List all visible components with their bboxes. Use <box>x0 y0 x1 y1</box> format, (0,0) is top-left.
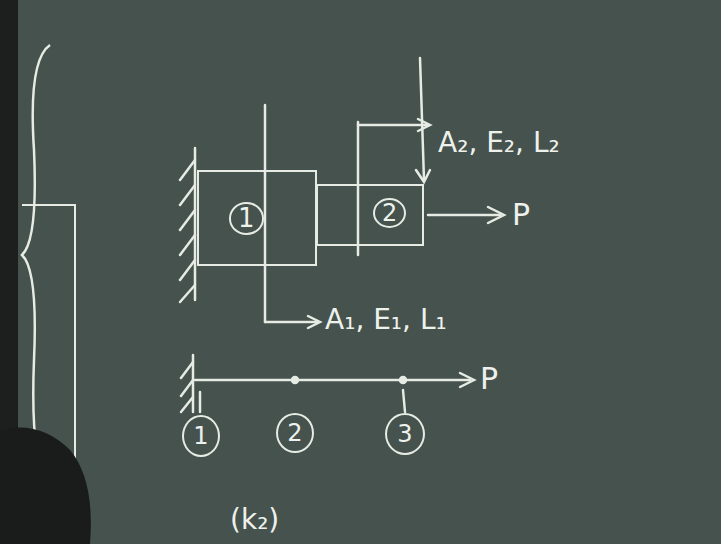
element-number: 2 <box>287 420 302 446</box>
property-label: A₁, E₁, L₁ <box>325 305 447 336</box>
node-circle: 2 <box>276 413 314 453</box>
bar-element-box: 1 <box>197 170 317 266</box>
load-label: P <box>480 362 498 395</box>
node-circle: 3 <box>385 413 425 455</box>
curly-brace <box>22 45 50 485</box>
person-silhouette <box>0 428 91 544</box>
element-number: 1 <box>229 202 264 235</box>
bar-element-box: 2 <box>316 184 424 246</box>
element-number: 1 <box>193 423 208 449</box>
element-number: 3 <box>397 421 412 447</box>
property-label: A₂, E₂, L₂ <box>438 128 560 159</box>
element-number: 2 <box>373 198 406 228</box>
node-circle: 1 <box>182 415 220 457</box>
load-label: P <box>512 198 530 231</box>
property-label: (k₂) <box>230 505 279 536</box>
